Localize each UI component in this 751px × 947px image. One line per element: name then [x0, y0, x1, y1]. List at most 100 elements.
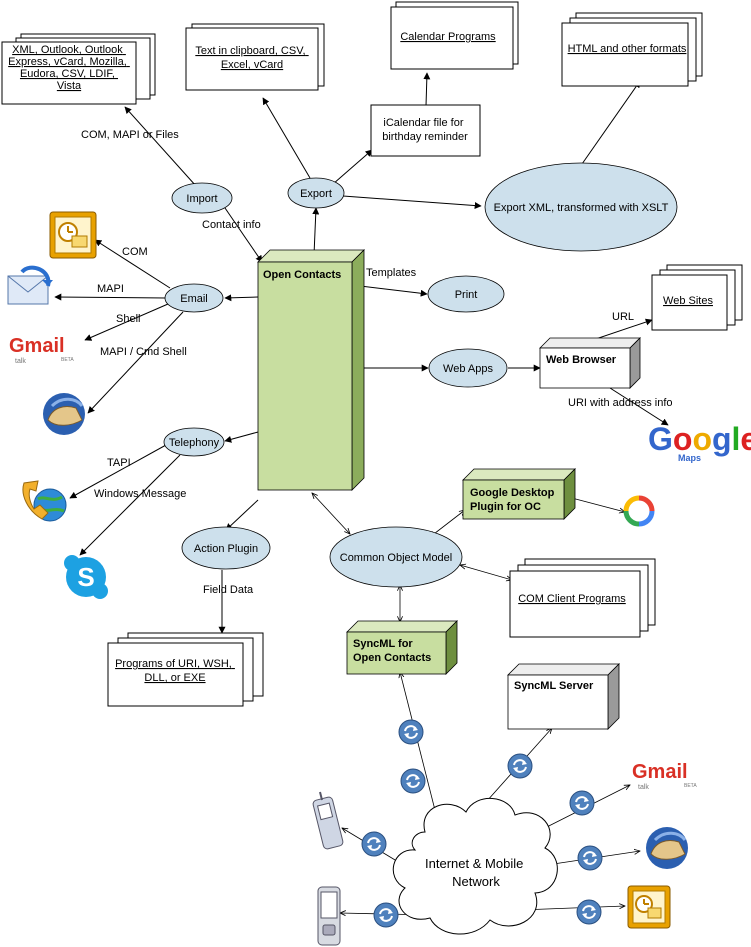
thunderbird-icon-right [646, 827, 688, 869]
svg-text:S: S [77, 562, 94, 592]
google-maps-logo: Google Maps [648, 421, 751, 463]
label-tapi: TAPI [107, 457, 131, 469]
uri-programs-line-1: Programs of URI, WSH, [115, 658, 232, 670]
node-telephony: Telephony [163, 427, 225, 457]
svg-text:BETA: BETA [684, 783, 697, 789]
outlook-icon [49, 211, 97, 259]
gmail-logo-right: Gmail talk BETA [632, 761, 697, 791]
phone-globe-icon [22, 480, 67, 522]
doc-uri-programs: Programs of URI, WSH, DLL, or EXE [107, 632, 264, 707]
doc-html-formats: HTML and other formats [561, 12, 703, 87]
outlook-express-icon [7, 265, 53, 305]
label-windows-message: Windows Message [94, 488, 186, 500]
edge-browser-google [609, 387, 669, 426]
edge-hub-email [224, 294, 259, 302]
internet-cloud: Internet & Mobile Network [392, 797, 558, 935]
google-desktop-line-1: Google Desktop [470, 487, 555, 499]
sync-icon [576, 899, 602, 925]
doc-import-formats: XML, Outlook, Outlook Express, vCard, Mo… [1, 33, 156, 105]
edge-com-comclients [460, 565, 512, 580]
node-action-plugin: Action Plugin [181, 526, 271, 570]
doc-calendar: Calendar Programs [390, 1, 519, 70]
label-field-data: Field Data [203, 584, 254, 596]
svg-text:Telephony: Telephony [169, 437, 220, 449]
svg-text:Print: Print [455, 289, 478, 301]
doc-export-text: Text in clipboard, CSV, Excel, vCard [185, 23, 325, 91]
calendar-programs-label: Calendar Programs [400, 31, 496, 43]
google-desktop-box: Google Desktop Plugin for OC [462, 468, 576, 520]
svg-text:Gmail: Gmail [9, 335, 65, 357]
maps-label: Maps [678, 453, 701, 463]
import-format-line-1: XML, Outlook, Outlook [12, 44, 123, 56]
svg-text:Export: Export [300, 188, 332, 200]
label-com: COM [122, 246, 148, 258]
thunderbird-icon [43, 393, 85, 435]
pda-icon [317, 886, 341, 946]
ical-line-1: iCalendar file for [383, 117, 463, 129]
edge-labels: COM, MAPI or Files Contact info COM MAPI… [81, 129, 673, 596]
google-desktop-line-2: Plugin for OC [470, 501, 541, 513]
svg-text:Google: Google [648, 421, 751, 457]
node-export-xml: Export XML, transformed with XSLT [484, 162, 678, 252]
export-text-line-1: Text in clipboard, CSV, [195, 45, 305, 57]
syncml-oc-box: SyncML for Open Contacts [346, 620, 458, 675]
edge-gdesk-icon [568, 497, 625, 512]
svg-text:Export XML, transformed with X: Export XML, transformed with XSLT [494, 202, 669, 214]
edge-export-text [262, 97, 311, 179]
svg-text:Internet & Mobile Networ: Internet & Mobile Network [425, 856, 527, 889]
edge-tel-skype [79, 454, 181, 556]
svg-text:Web Apps: Web Apps [443, 363, 493, 375]
edge-hub-export [312, 207, 320, 256]
cloud-line-2: Network [452, 874, 500, 889]
web-browser-label: Web Browser [546, 354, 617, 366]
edge-import-hub [224, 207, 263, 263]
edge-hub-telephony [224, 431, 259, 443]
web-sites-label: Web Sites [663, 295, 713, 307]
edge-ical-calendar [423, 72, 431, 107]
ellipse-nodes: Import Export Email Telephony Action Plu… [163, 162, 678, 588]
svg-text:Email: Email [180, 293, 208, 305]
label-uri-address: URI with address info [568, 397, 673, 409]
import-format-line-4: Vista [57, 80, 82, 92]
edge-com-gdesk [430, 510, 465, 537]
edge-import-formats [124, 106, 197, 187]
edge-cloud-outlook [520, 906, 625, 910]
skype-icon: S [64, 555, 108, 599]
svg-text:Action Plugin: Action Plugin [194, 543, 258, 555]
sync-icons [361, 719, 603, 928]
node-import: Import [171, 182, 233, 214]
export-text-line-2: Excel, vCard [221, 59, 283, 71]
svg-text:XML, Outlook, Outlook Ex: XML, Outlook, Outlook Express, vCard, Mo… [8, 44, 130, 92]
svg-text:Google Desktop Plugin fo: Google Desktop Plugin for OC [470, 487, 557, 513]
doc-ical: iCalendar file for birthday reminder [370, 104, 481, 157]
svg-text:Common Object Model: Common Object Model [340, 552, 453, 564]
edge-hub-action [225, 499, 259, 531]
ical-line-2: birthday reminder [382, 131, 468, 143]
edge-hub-com [312, 493, 350, 534]
edge-email-outlook [94, 239, 171, 289]
edge-email-gmail [84, 303, 169, 341]
syncml-oc-line-2: Open Contacts [353, 652, 431, 664]
sync-icon [398, 719, 424, 745]
label-com-mapi-files: COM, MAPI or Files [81, 129, 179, 141]
sync-icon [400, 768, 426, 794]
com-clients-label: COM Client Programs [518, 593, 626, 605]
gmail-logo: Gmail talk BETA [9, 335, 74, 365]
import-format-line-2: Express, vCard, Mozilla, [8, 56, 127, 68]
doc-web-sites: Web Sites [651, 264, 743, 331]
node-export: Export [287, 177, 345, 209]
svg-text:BETA: BETA [61, 357, 74, 363]
mobile-phone-icon [312, 791, 344, 850]
label-mapi-cmd: MAPI / Cmd Shell [100, 346, 187, 358]
open-contacts-hub: Open Contacts [257, 249, 365, 491]
sync-icon [507, 753, 533, 779]
edge-email-oe [54, 293, 167, 301]
node-web-apps: Web Apps [428, 348, 508, 388]
sync-icon [361, 831, 387, 857]
syncml-server-label: SyncML Server [514, 680, 594, 692]
sync-icon [577, 845, 603, 871]
syncml-server-box: SyncML Server [507, 663, 620, 730]
svg-text:talk: talk [15, 358, 26, 365]
node-email: Email [164, 283, 224, 313]
